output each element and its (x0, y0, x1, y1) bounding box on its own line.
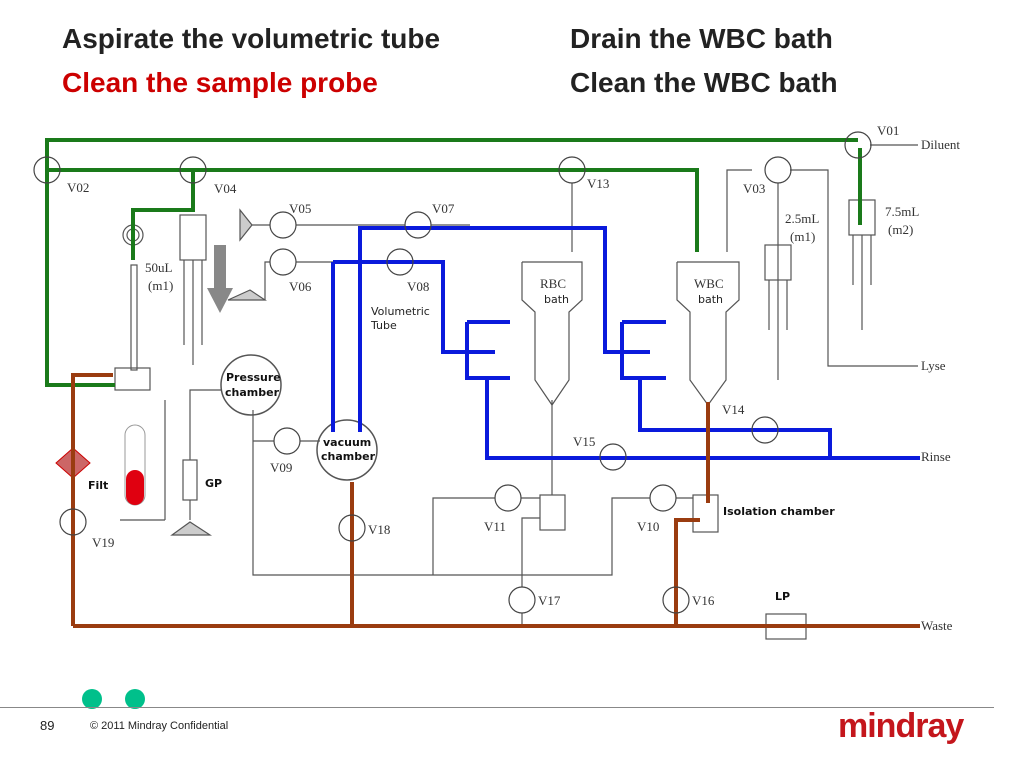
valve-label: V15 (573, 434, 595, 449)
valve-label: V19 (92, 535, 114, 550)
valves (33, 131, 872, 614)
filter-label: Filt (88, 479, 108, 492)
waste-label: Waste (921, 618, 953, 633)
component-labels: Diluent Lyse Rinse Waste 50uL (m1) 2.5mL… (88, 137, 960, 633)
fluidic-diagram: V01 V02 V03 V04 V05 V06 V07 V08 V09 V10 … (33, 123, 960, 640)
valve-label: V04 (214, 181, 237, 196)
syringe-label: 50uL (145, 260, 173, 275)
sample-tube (124, 424, 146, 506)
down-arrow-icon (207, 245, 233, 313)
copyright: © 2011 Mindray Confidential (90, 720, 229, 732)
valve-label: V11 (484, 519, 506, 534)
slide-title-overlap-3: Clean the WBC bath (570, 67, 838, 98)
pressure-chamber-label: Pressure (226, 371, 281, 384)
idle-tubing (114, 144, 918, 640)
wbc-bath-label: bath (698, 293, 723, 306)
lp-label: LP (775, 590, 790, 603)
gp-label: GP (205, 477, 222, 490)
rbc-bath-label: RBC (540, 276, 566, 291)
footer-divider (0, 707, 994, 708)
slide-title-overlap-2: Drain the WBC bath (570, 23, 833, 54)
vacuum-chamber-label: chamber (321, 450, 376, 463)
wbc-bath-label: WBC (694, 276, 724, 291)
rinse-path (331, 226, 920, 460)
lyse-label: Lyse (921, 358, 946, 373)
diluent-path (45, 138, 862, 387)
nav-dot (125, 689, 145, 709)
nav-dot (82, 689, 102, 709)
valve-label: V05 (289, 201, 311, 216)
valve-label: V02 (67, 180, 89, 195)
isolation-chamber-label: Isolation chamber (723, 505, 835, 518)
valve-label: V10 (637, 519, 659, 534)
pressure-chamber-label: chamber (225, 386, 280, 399)
valve-labels: V01 V02 V03 V04 V05 V06 V07 V08 V09 V10 … (67, 123, 899, 608)
valve-label: V16 (692, 593, 715, 608)
rbc-bath-label: bath (544, 293, 569, 306)
valve-label: V18 (368, 522, 390, 537)
valve-label: V03 (743, 181, 765, 196)
valve-label: V06 (289, 279, 312, 294)
volumetric-tube-label: Tube (370, 319, 397, 332)
diluent-label: Diluent (921, 137, 960, 152)
syringe-label: (m1) (790, 229, 815, 244)
valve-label: V07 (432, 201, 455, 216)
valve-label: V14 (722, 402, 745, 417)
syringe-label: 2.5mL (785, 211, 819, 226)
slide-title-overlap-1: Aspirate the volumetric tube (62, 23, 441, 54)
valve-label: V08 (407, 279, 429, 294)
syringe-label: (m2) (888, 222, 913, 237)
valve-label: V01 (877, 123, 899, 138)
volumetric-tube-label: Volumetric (371, 305, 430, 318)
waste-path (71, 373, 920, 628)
rinse-label: Rinse (921, 449, 951, 464)
valve-label: V17 (538, 593, 561, 608)
syringe-label: (m1) (148, 278, 173, 293)
valve-label: V09 (270, 460, 292, 475)
page-number: 89 (40, 718, 55, 733)
slide-title-active: Clean the sample probe (62, 67, 378, 98)
syringe-label: 7.5mL (885, 204, 919, 219)
vacuum-chamber-label: vacuum (323, 436, 371, 449)
valve-label: V13 (587, 176, 609, 191)
mindray-logo: mindray (838, 707, 964, 745)
